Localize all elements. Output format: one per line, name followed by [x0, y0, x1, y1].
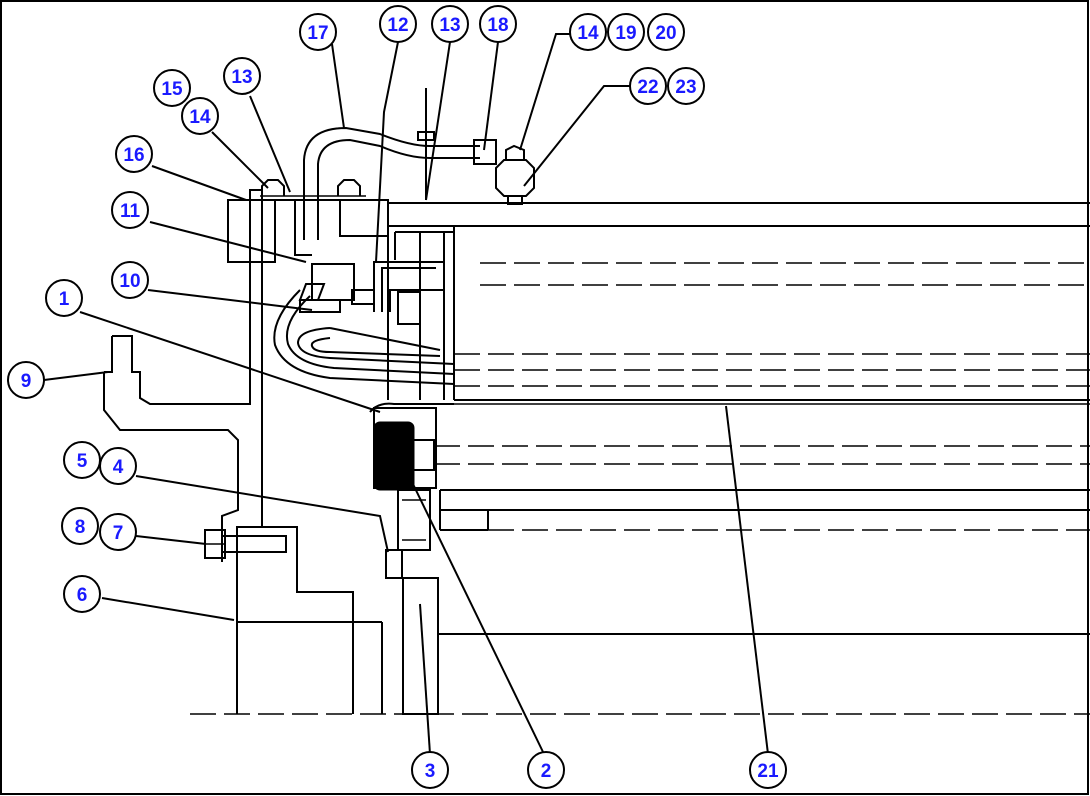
svg-text:9: 9 [21, 371, 32, 392]
seal-ring [373, 407, 437, 491]
svg-text:16: 16 [123, 145, 144, 166]
callout-22[interactable]: 22 [629, 67, 667, 105]
callout-18[interactable]: 18 [479, 5, 517, 43]
callout-16[interactable]: 16 [115, 135, 153, 173]
callout-23[interactable]: 23 [667, 67, 705, 105]
svg-text:11: 11 [120, 201, 141, 222]
svg-text:14: 14 [577, 23, 599, 44]
callout-3[interactable]: 3 [411, 751, 449, 789]
callout-17[interactable]: 17 [299, 13, 337, 51]
top-bolts [260, 144, 535, 205]
svg-text:12: 12 [387, 15, 408, 36]
oil-tube [273, 289, 455, 385]
drum-housing [388, 202, 1090, 635]
svg-text:3: 3 [425, 761, 436, 782]
left-frame [103, 189, 389, 714]
hidden-lines [190, 262, 1090, 715]
svg-text:4: 4 [113, 457, 124, 478]
callout-8[interactable]: 8 [61, 507, 99, 545]
svg-text:20: 20 [655, 23, 676, 44]
bolt-7 [204, 529, 287, 559]
svg-text:7: 7 [113, 523, 124, 544]
callout-2[interactable]: 2 [527, 751, 565, 789]
svg-text:19: 19 [615, 23, 636, 44]
callout-20[interactable]: 20 [647, 13, 685, 51]
callout-10[interactable]: 10 [111, 261, 149, 299]
callout-12[interactable]: 12 [379, 5, 417, 43]
callout-9[interactable]: 9 [7, 361, 45, 399]
svg-text:13: 13 [439, 15, 460, 36]
hose [303, 88, 497, 240]
callout-1[interactable]: 1 [45, 279, 83, 317]
svg-text:1: 1 [59, 289, 70, 310]
leader-lines [43, 33, 769, 755]
callout-21[interactable]: 21 [749, 751, 787, 789]
callout-14b[interactable]: 14 [181, 97, 219, 135]
callout-4[interactable]: 4 [99, 447, 137, 485]
fitting-bracket [298, 231, 454, 400]
callout-5[interactable]: 5 [63, 441, 101, 479]
svg-text:22: 22 [637, 77, 658, 98]
callout-11[interactable]: 11 [111, 191, 149, 229]
svg-text:6: 6 [77, 585, 88, 606]
callout-15[interactable]: 15 [153, 69, 191, 107]
svg-text:8: 8 [75, 517, 86, 538]
callout-7[interactable]: 7 [99, 513, 137, 551]
callout-13b[interactable]: 13 [223, 57, 261, 95]
callouts: 1 2 3 4 5 6 7 8 9 10 11 12 13 13 14 14 1… [7, 5, 787, 789]
svg-text:18: 18 [487, 15, 508, 36]
svg-text:5: 5 [77, 451, 88, 472]
callout-13a[interactable]: 13 [431, 5, 469, 43]
seal-carrier [385, 489, 439, 715]
callout-6[interactable]: 6 [63, 575, 101, 613]
svg-text:13: 13 [231, 67, 252, 88]
svg-text:21: 21 [757, 761, 779, 782]
callout-14a[interactable]: 14 [569, 13, 607, 51]
callout-19[interactable]: 19 [607, 13, 645, 51]
svg-text:14: 14 [189, 107, 211, 128]
svg-text:10: 10 [119, 271, 140, 292]
svg-text:17: 17 [307, 23, 328, 44]
svg-text:2: 2 [541, 761, 552, 782]
svg-text:15: 15 [161, 79, 183, 100]
svg-text:23: 23 [675, 77, 696, 98]
